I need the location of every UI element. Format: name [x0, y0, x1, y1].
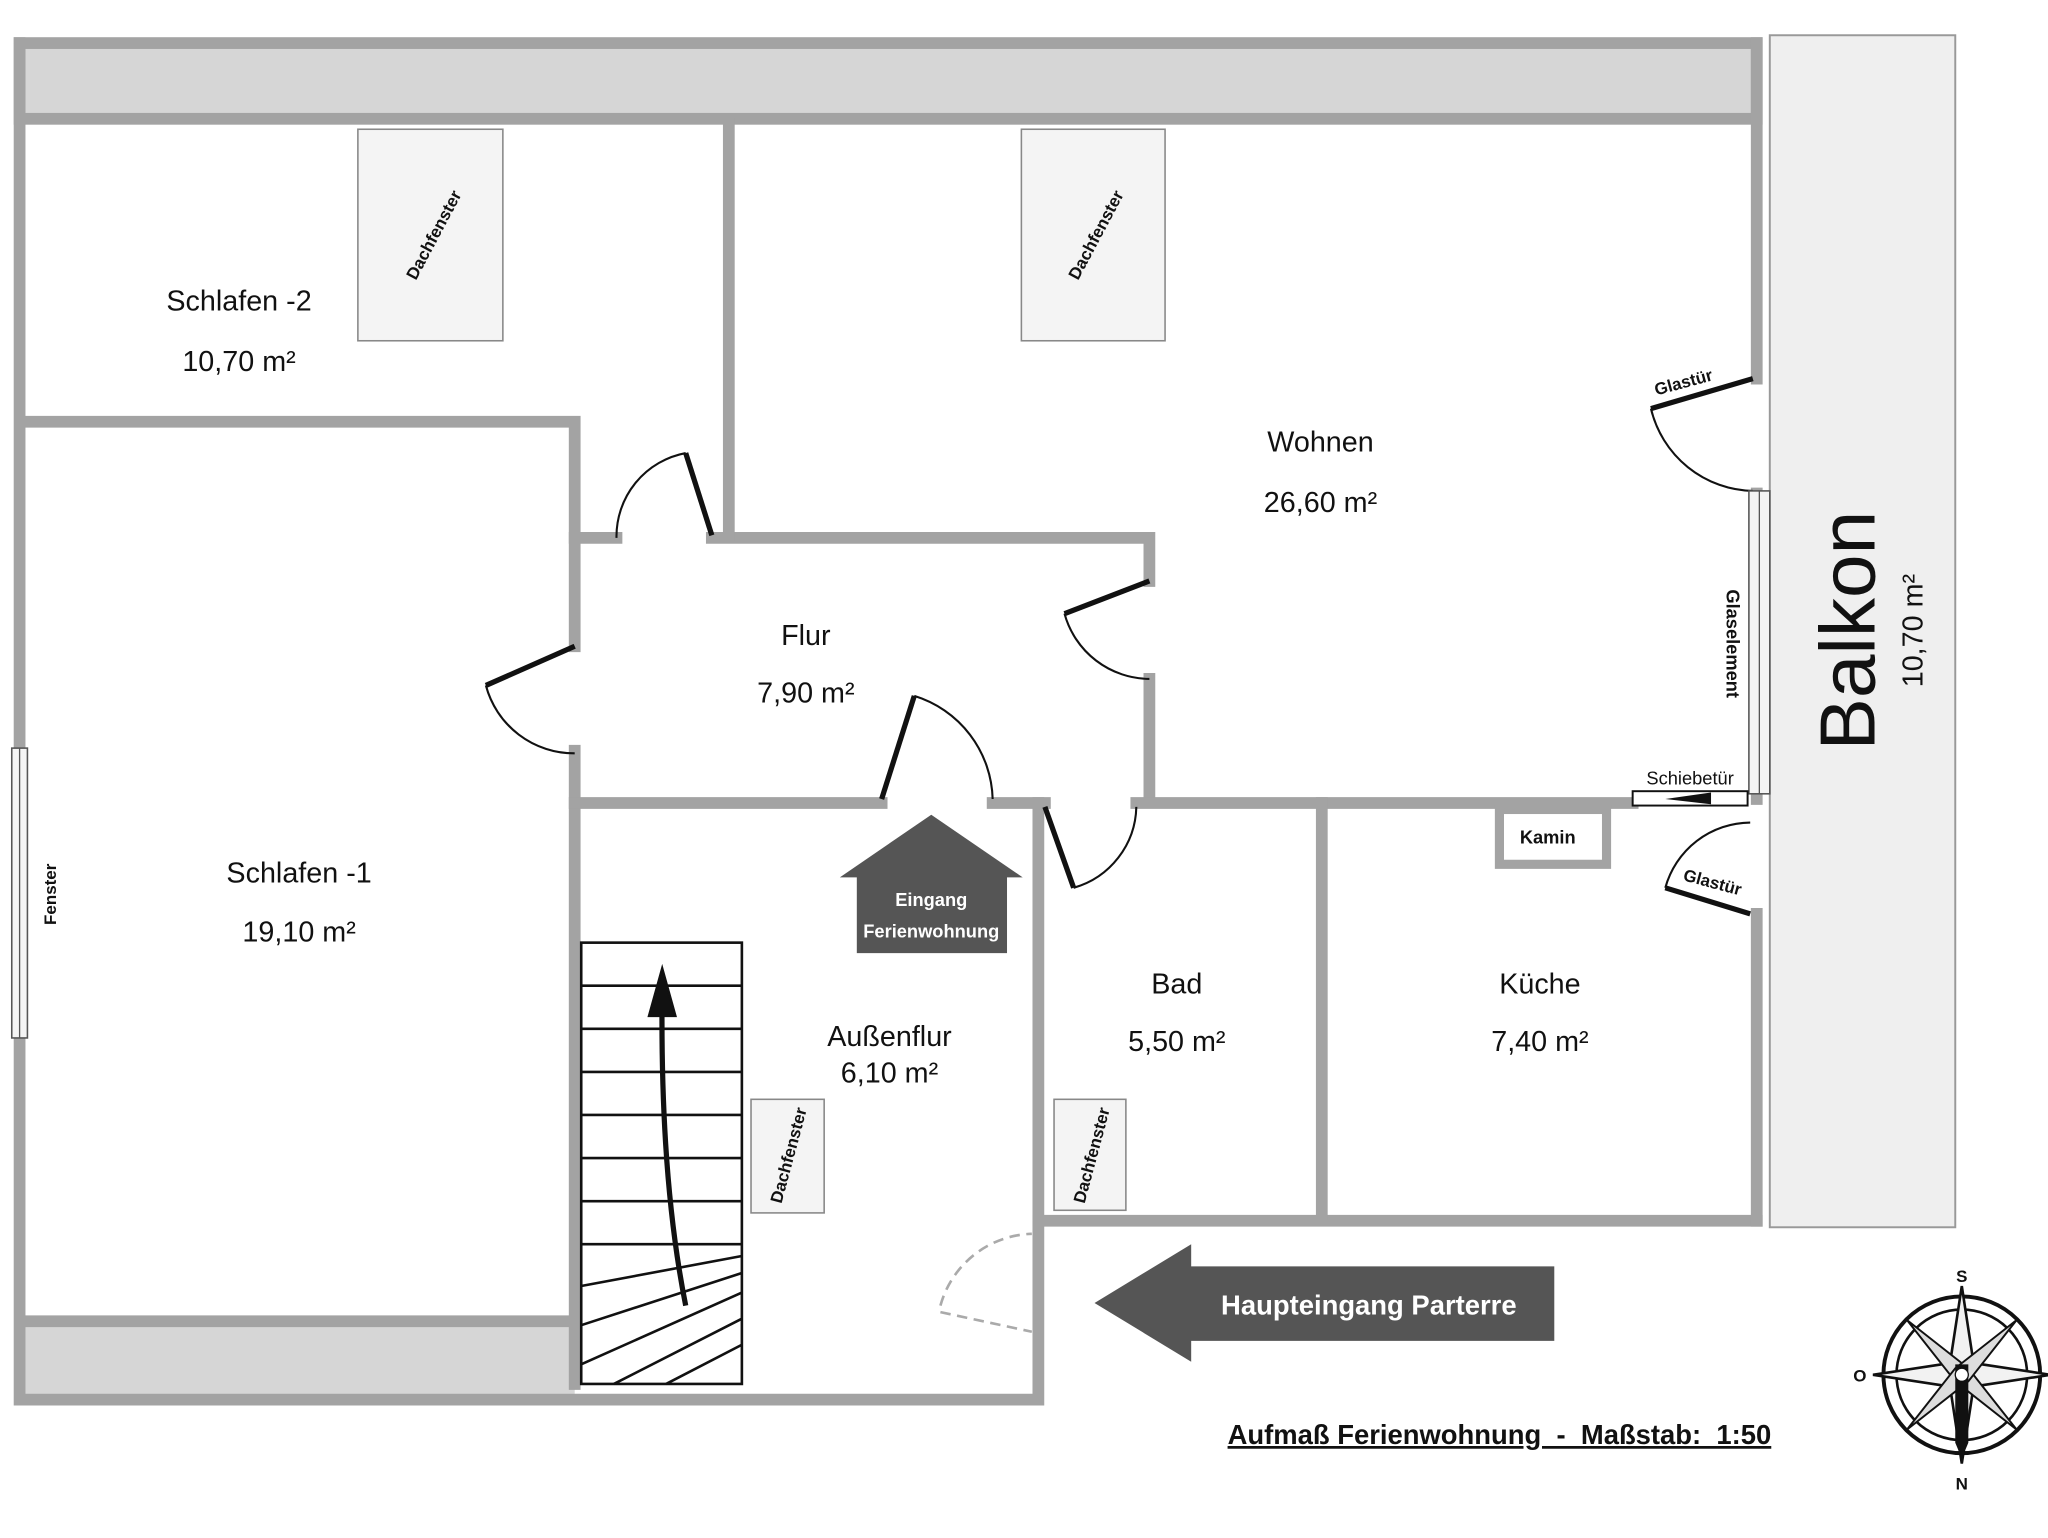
- room-name-schlafen2: Schlafen -2: [166, 286, 311, 318]
- dachfenster-2: [1020, 128, 1166, 342]
- roof-band-bottom: [22, 1321, 575, 1395]
- doors: [484, 376, 1754, 1333]
- eingang-label: Eingang: [895, 889, 967, 910]
- kamin-label: Kamin: [1520, 826, 1576, 847]
- plan-title: Aufmaß Ferienwohnung - Maßstab: 1:50: [1228, 1419, 1772, 1450]
- room-area-kueche: 7,40 m²: [1491, 1026, 1589, 1058]
- walls: [13, 37, 1763, 1406]
- eingang-label-2: Ferienwohnung: [863, 920, 999, 941]
- haupteingang-arrow: [1094, 1244, 1555, 1362]
- eingang-arrow: [839, 814, 1023, 954]
- dachfenster-3: [750, 1098, 825, 1214]
- compass-n: N: [1956, 1475, 1968, 1494]
- room-area-schlafen1: 19,10 m²: [242, 916, 356, 948]
- room-name-flur: Flur: [781, 620, 831, 652]
- compass-o: O: [1853, 1366, 1866, 1385]
- room-name-schlafen1: Schlafen -1: [226, 858, 371, 890]
- haupteingang-label: Haupteingang Parterre: [1221, 1290, 1517, 1321]
- dachfenster-4: [1053, 1098, 1127, 1212]
- room-name-bad: Bad: [1151, 969, 1202, 1001]
- stair-arrow-icon: [647, 963, 677, 1018]
- room-area-aussenflur: 6,10 m²: [841, 1057, 939, 1089]
- room-area-bad: 5,50 m²: [1128, 1026, 1226, 1058]
- roof-band-top: [13, 37, 1763, 125]
- room-name-kueche: Küche: [1499, 969, 1580, 1001]
- glaselement-label: Glaselement: [1723, 589, 1744, 698]
- compass-rose-icon: [1872, 1285, 2048, 1464]
- dachfenster-1: [357, 128, 504, 342]
- room-name-wohnen: Wohnen: [1267, 427, 1373, 459]
- kamin: [1494, 804, 1612, 869]
- staircase: [579, 941, 744, 1386]
- room-name-balkon: Balkon: [1803, 511, 1891, 750]
- room-area-schlafen2: 10,70 m²: [182, 346, 296, 378]
- balkon-area: [1768, 34, 1957, 1229]
- fenster-label: Fenster: [41, 863, 60, 925]
- room-name-aussenflur: Außenflur: [827, 1021, 952, 1053]
- room-area-balkon: 10,70 m²: [1898, 574, 1930, 688]
- room-area-wohnen: 26,60 m²: [1264, 487, 1378, 519]
- room-area-flur: 7,90 m²: [757, 677, 855, 709]
- schiebetuer-label: Schiebetür: [1646, 768, 1733, 789]
- compass-s: S: [1956, 1267, 1967, 1286]
